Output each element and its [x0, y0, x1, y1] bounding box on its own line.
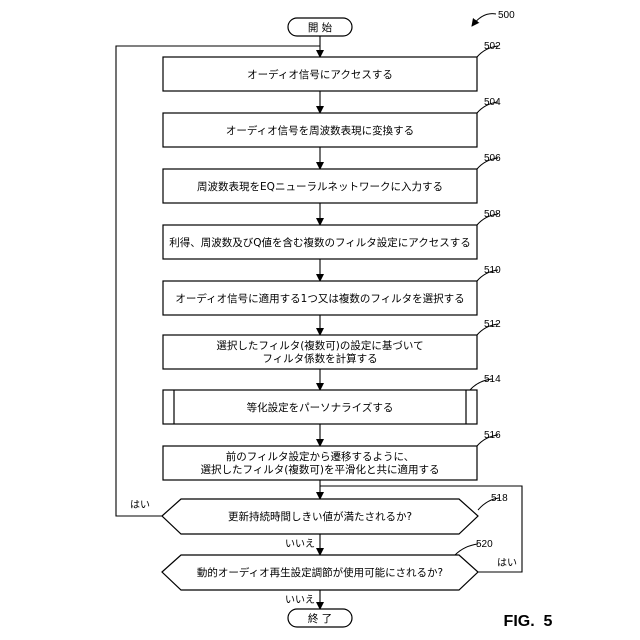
- step-514-ref: 514: [484, 374, 501, 385]
- step-502-ref: 502: [484, 41, 501, 52]
- start-label: 開 始: [308, 21, 333, 34]
- step-502-text: オーディオ信号にアクセスする: [247, 68, 393, 81]
- step-512-text-line2: フィルタ係数を計算する: [262, 352, 377, 365]
- step-512: 選択したフィルタ(複数可)の設定に基づいて フィルタ係数を計算する 512: [163, 319, 501, 369]
- step-506-ref: 506: [484, 153, 501, 164]
- decision-520: 動的オーディオ再生設定調節が使用可能にされるか? 520 いいえ: [162, 539, 493, 606]
- decision-518-ref: 518: [491, 493, 508, 504]
- decision-518-text: 更新持続時間しきい値が満たされるか?: [228, 510, 412, 523]
- step-508: 利得、周波数及びQ値を含む複数のフィルタ設定にアクセスする 508: [163, 209, 501, 259]
- step-514: 等化設定をパーソナライズする 514: [163, 374, 501, 424]
- step-514-text: 等化設定をパーソナライズする: [247, 401, 394, 414]
- step-516-ref: 516: [484, 430, 501, 441]
- step-516: 前のフィルタ設定から遷移するように、 選択したフィルタ(複数可)を平滑化と共に適…: [163, 430, 501, 480]
- decision-518: 更新持続時間しきい値が満たされるか? 518 いいえ: [162, 493, 508, 550]
- step-512-ref: 512: [484, 319, 501, 330]
- figure-caption: FIG. 5: [504, 613, 553, 630]
- decision-520-no-label: いいえ: [285, 594, 315, 606]
- step-504-ref: 504: [484, 97, 501, 108]
- step-510: オーディオ信号に適用する1つ又は複数のフィルタを選択する 510: [163, 265, 501, 315]
- step-504-text: オーディオ信号を周波数表現に変換する: [226, 124, 414, 137]
- decision-520-ref: 520: [476, 539, 493, 550]
- end-label: 終 了: [308, 612, 332, 625]
- step-510-ref: 510: [484, 265, 501, 276]
- figure-number-arrow: [472, 14, 496, 26]
- step-510-text: オーディオ信号に適用する1つ又は複数のフィルタを選択する: [175, 292, 464, 305]
- step-502: オーディオ信号にアクセスする 502: [163, 41, 501, 91]
- step-516-text-line1: 前のフィルタ設定から遷移するように、: [226, 450, 414, 463]
- figure-number: 500: [498, 10, 515, 21]
- step-506-text: 周波数表現をEQニューラルネットワークに入力する: [197, 180, 443, 193]
- step-506: 周波数表現をEQニューラルネットワークに入力する 506: [163, 153, 501, 203]
- step-512-text-line1: 選択したフィルタ(複数可)の設定に基づいて: [216, 339, 423, 352]
- decision-518-no-label: いいえ: [285, 538, 315, 550]
- step-508-ref: 508: [484, 209, 501, 220]
- step-508-text: 利得、周波数及びQ値を含む複数のフィルタ設定にアクセスする: [169, 236, 471, 249]
- decision-518-yes-label: はい: [130, 499, 150, 511]
- step-516-text-line2: 選択したフィルタ(複数可)を平滑化と共に適用する: [201, 463, 440, 476]
- step-504: オーディオ信号を周波数表現に変換する 504: [163, 97, 501, 147]
- decision-520-yes-label: はい: [497, 557, 517, 569]
- decision-520-text: 動的オーディオ再生設定調節が使用可能にされるか?: [197, 566, 443, 579]
